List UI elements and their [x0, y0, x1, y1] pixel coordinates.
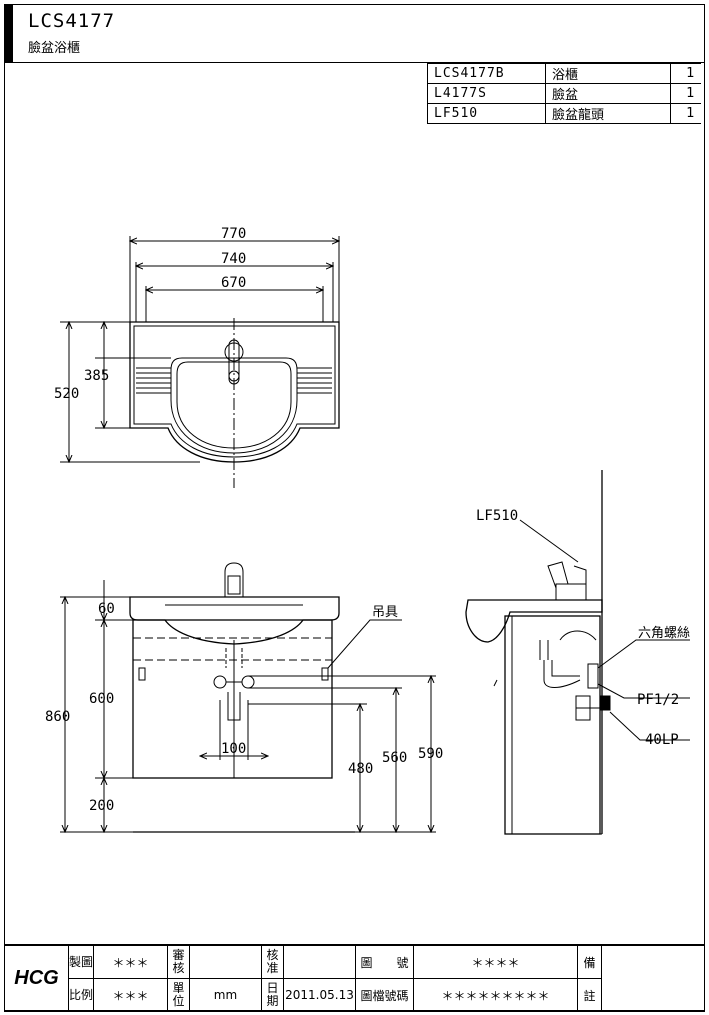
hex-screw-label: 六角螺絲 [638, 626, 690, 641]
model-title: LCS4177 [28, 10, 116, 32]
front-view [60, 562, 436, 832]
part-name: 浴櫃 [545, 63, 671, 84]
lp-label: 40LP [645, 732, 679, 748]
dim-600: 600 [89, 691, 114, 707]
approve-label: 核准 [261, 945, 284, 979]
made-by-value: ＊＊＊ [93, 945, 168, 979]
review-label: 審核 [167, 945, 190, 979]
dim-740: 740 [221, 251, 246, 267]
review-value [189, 945, 262, 979]
dim-60: 60 [98, 601, 115, 617]
parts-list: LCS4177B 浴櫃 1 L4177S 臉盆 1 LF510 臉盆龍頭 1 [427, 63, 701, 124]
dim-200: 200 [89, 798, 114, 814]
part-qty: 1 [670, 103, 701, 124]
scale-value: ＊＊＊ [93, 978, 168, 1012]
dim-560: 560 [382, 750, 407, 766]
parts-row: LCS4177B 浴櫃 1 [427, 63, 701, 84]
top-view [60, 236, 339, 488]
file-no-label: 圖檔號碼 [355, 978, 414, 1012]
remark-value [601, 945, 705, 1012]
dim-520: 520 [54, 386, 79, 402]
pf-label: PF1/2 [637, 692, 679, 708]
parts-row: L4177S 臉盆 1 [427, 83, 701, 104]
date-label: 日期 [261, 978, 284, 1012]
dim-100: 100 [221, 741, 246, 757]
parts-row: LF510 臉盆龍頭 1 [427, 103, 701, 124]
logo-cell: HCG [4, 945, 69, 1012]
dim-770: 770 [221, 226, 246, 242]
date-value: 2011.05.13 [283, 978, 356, 1012]
header-divider [4, 62, 705, 63]
drawing-no-value: ＊＊＊＊ [413, 945, 578, 979]
dim-670: 670 [221, 275, 246, 291]
unit-label: 單位 [167, 978, 190, 1012]
dim-480: 480 [348, 761, 373, 777]
part-name: 臉盆龍頭 [545, 103, 671, 124]
faucet-label: LF510 [476, 508, 518, 524]
side-view [465, 470, 690, 835]
approve-value [283, 945, 356, 979]
dim-385: 385 [84, 368, 109, 384]
title-block: HCG 製圖 ＊＊＊ 審核 核准 圖 號 ＊＊＊＊ 備 比例 ＊＊＊ 單位 mm… [4, 945, 705, 1012]
remark-label-2: 註 [577, 978, 602, 1012]
unit-value: mm [189, 978, 262, 1012]
drawing-no-label: 圖 號 [355, 945, 414, 979]
title-block-divider [4, 944, 705, 1012]
file-no-value: ＊＊＊＊＊＊＊＊＊ [413, 978, 578, 1012]
made-by-label: 製圖 [68, 945, 94, 979]
hanger-label: 吊具 [372, 605, 398, 620]
scale-label: 比例 [68, 978, 94, 1012]
remark-label-1: 備 [577, 945, 602, 979]
dim-860: 860 [45, 709, 70, 725]
hcg-logo: HCG [14, 967, 59, 989]
title-bar [4, 4, 13, 62]
model-subtitle: 臉盆浴櫃 [28, 41, 81, 56]
dim-590: 590 [418, 746, 443, 762]
